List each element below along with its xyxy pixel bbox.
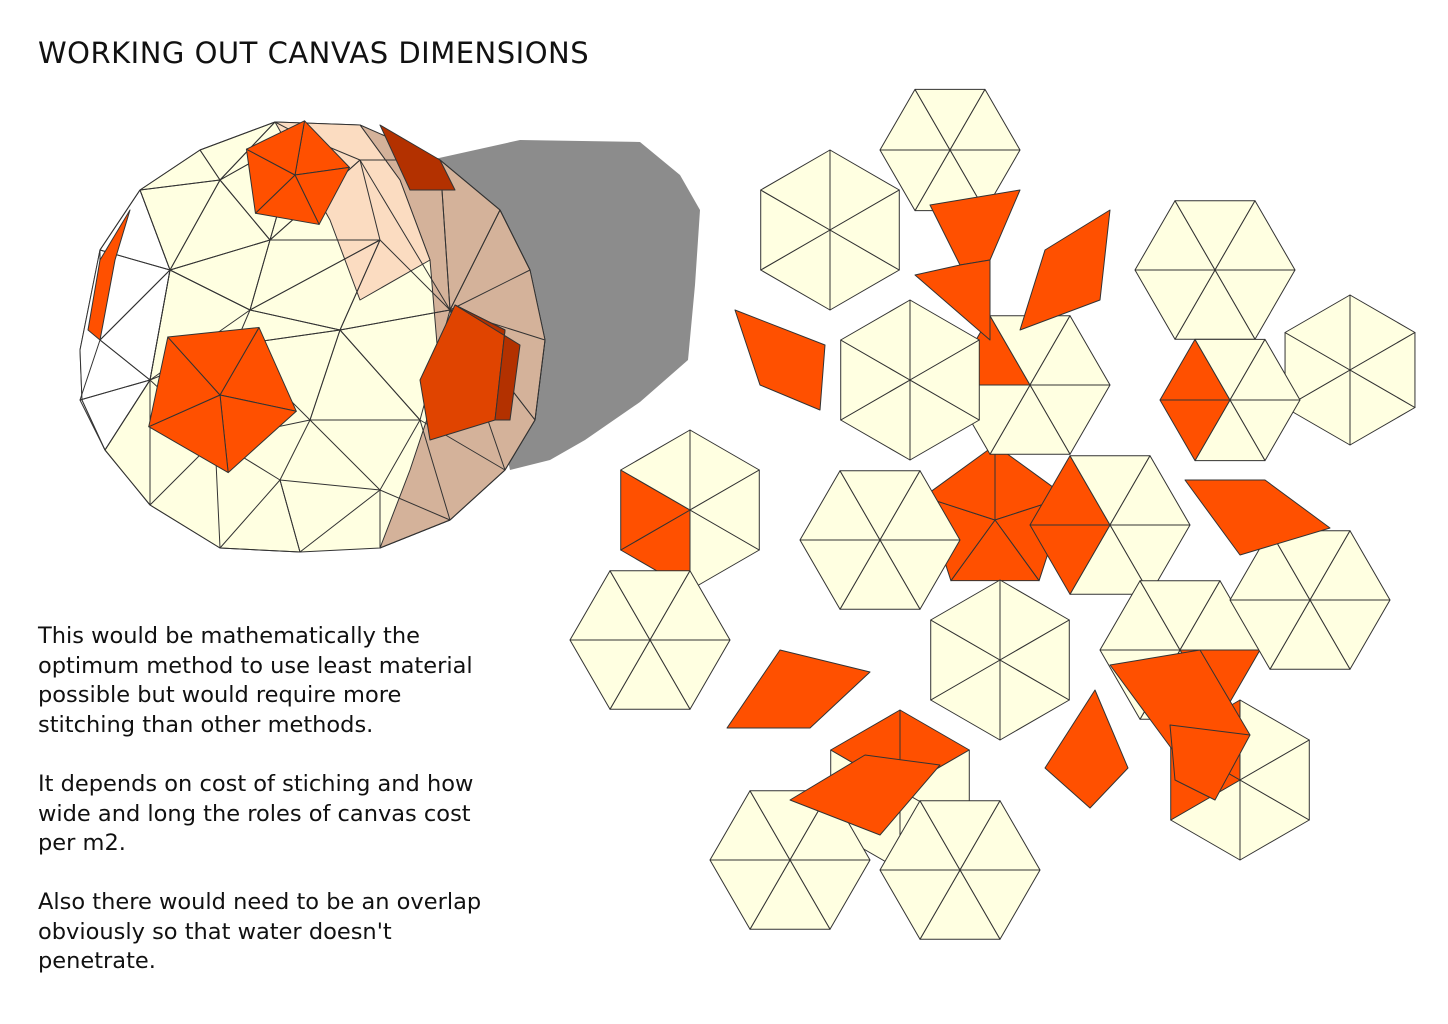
net-orange-piece	[914, 259, 991, 341]
net-orange-piece	[789, 754, 941, 836]
dome-pentagon-left	[87, 209, 131, 341]
net-orange-piece	[1019, 209, 1111, 331]
dome-pentagon-back	[379, 124, 456, 191]
dome-grid-triangle	[309, 419, 421, 491]
net-hex-bottom-right-triangle	[1239, 739, 1310, 821]
flattened-net	[569, 88, 1416, 940]
net-hex-far-right-triangle	[1349, 332, 1416, 408]
page-title: WORKING OUT CANVAS DIMENSIONS	[38, 36, 590, 70]
geodesic-dome	[79, 120, 546, 553]
paragraph-optimum-method: This would be mathematically the optimum…	[38, 623, 473, 738]
dome-pentagon-top-triangle	[245, 120, 306, 176]
dome-grid-triangle	[279, 479, 381, 553]
paragraph-overlap: Also there would need to be an overlap o…	[38, 889, 482, 974]
net-hex-far-left-triangle	[689, 469, 760, 551]
net-hex-bottom-3-triangle	[959, 800, 1041, 871]
dome-pentagon-right-side	[454, 304, 521, 421]
net-hex-right-3-triangle	[1229, 338, 1301, 401]
net-hex-lower-triangle	[999, 619, 1070, 701]
net-hex-top-triangle	[949, 88, 1021, 151]
net-orange-piece	[1044, 689, 1129, 809]
net-orange-piece	[1184, 479, 1331, 556]
net-orange-piece	[726, 649, 871, 729]
net-hex-bottom-2-triangle	[789, 790, 871, 861]
net-hex-upper-left-triangle	[909, 339, 980, 421]
dome-grid-triangle	[419, 419, 506, 521]
dome-grid-triangle	[104, 379, 151, 506]
net-hex-bottom-left-triangle	[649, 570, 731, 641]
dome-pentagon-front-triangle	[167, 326, 260, 396]
net-hex-top-right-triangle	[1214, 200, 1296, 271]
net-hex-upper-triangle	[1029, 315, 1111, 386]
dome-grid-triangle	[379, 489, 451, 549]
dome-grid-triangle	[149, 439, 221, 549]
paragraph-stitching-cost: It depends on cost of stiching and how w…	[38, 771, 474, 856]
net-hex-right-2-triangle	[1309, 530, 1391, 601]
dome-grid-triangle	[449, 209, 531, 311]
net-hex-right-triangle	[1109, 455, 1191, 526]
net-center-pentagon-triangle	[923, 444, 996, 521]
net-hex-left-triangle	[879, 470, 961, 541]
net-orange-piece	[734, 309, 826, 411]
net-hex-top-left-triangle	[829, 189, 900, 271]
net-orange-piece	[1169, 724, 1251, 801]
